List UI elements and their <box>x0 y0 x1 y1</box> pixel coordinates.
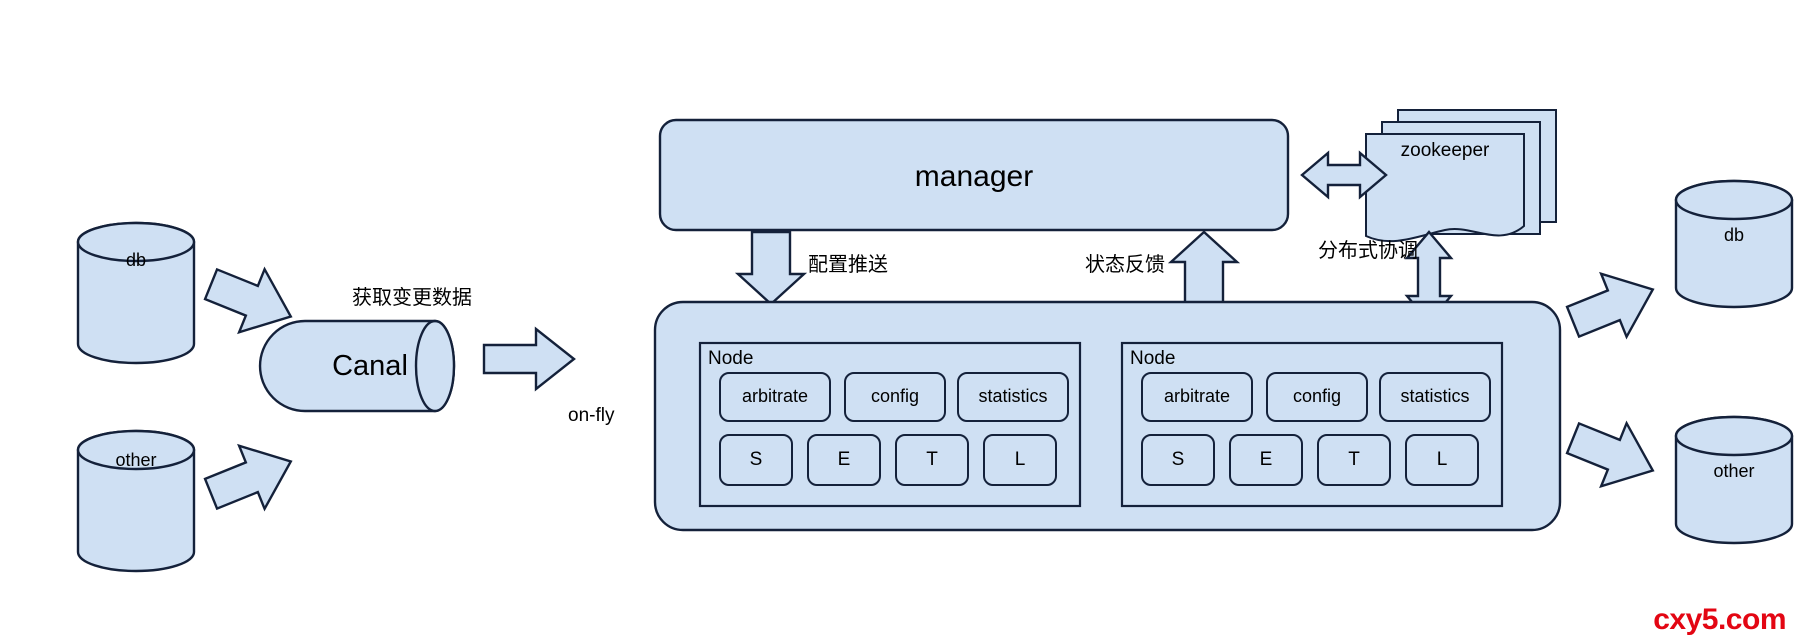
node-2-letter-t: T <box>1348 449 1360 470</box>
edge-label-on-fly: on-fly <box>568 405 615 426</box>
node-1-label: Node <box>708 348 754 369</box>
node-2-label: Node <box>1130 348 1176 369</box>
sink-other-cylinder <box>1674 415 1794 545</box>
node-1-service-config: config <box>870 386 920 406</box>
source-db-label: db <box>125 250 147 270</box>
node-2-service-arbitrate: arbitrate <box>1163 386 1231 406</box>
node-2-letter-l: L <box>1436 449 1448 470</box>
sink-other-label: other <box>1713 461 1755 481</box>
arrow-cluster-to-sink-db <box>1565 271 1655 340</box>
node-1-letter-t: T <box>926 449 938 470</box>
node-1-box <box>698 341 1082 508</box>
node-1-letter-s: S <box>749 449 763 470</box>
node-2-service-config: config <box>1292 386 1342 406</box>
node-2-letter-e: E <box>1259 449 1273 470</box>
node-1-services <box>719 372 1069 422</box>
node-2-services <box>1141 372 1491 422</box>
source-db-cylinder <box>76 221 196 365</box>
arrow-status-feedback <box>1167 230 1241 306</box>
arrow-cluster-to-sink-other <box>1565 420 1655 489</box>
node-2-letter-s: S <box>1171 449 1185 470</box>
sink-db-label: db <box>1723 225 1745 245</box>
node-2-letters <box>1141 434 1479 486</box>
arrow-db-to-canal <box>203 266 293 335</box>
canal-cylinder <box>258 319 456 413</box>
node-1-letters <box>719 434 1057 486</box>
site-watermark: cxy5.com <box>1653 603 1786 636</box>
node-1-letter-e: E <box>837 449 851 470</box>
edge-label-distributed-coordination: 分布式协调 <box>1318 240 1418 262</box>
node-1-service-statistics: statistics <box>978 386 1048 406</box>
zookeeper-label: zookeeper <box>1400 140 1490 161</box>
source-other-label: other <box>115 450 157 470</box>
canal-label: Canal <box>332 350 408 382</box>
arrow-config-push <box>734 230 808 306</box>
arrow-other-to-canal <box>203 443 293 512</box>
node-1-service-arbitrate: arbitrate <box>741 386 809 406</box>
sink-db-cylinder <box>1674 179 1794 309</box>
edge-label-config-push: 配置推送 <box>808 254 888 276</box>
source-other-cylinder <box>76 429 196 573</box>
node-2-service-statistics: statistics <box>1400 386 1470 406</box>
node-1-letter-l: L <box>1014 449 1026 470</box>
arrow-canal-to-cluster <box>482 326 576 392</box>
zookeeper-stack[interactable] <box>1365 109 1557 243</box>
edge-label-fetch-change-data: 获取变更数据 <box>352 287 472 309</box>
edge-label-status-feedback: 状态反馈 <box>1085 254 1165 276</box>
manager-label: manager <box>914 160 1034 193</box>
manager-box[interactable] <box>658 118 1290 232</box>
arrow-manager-zookeeper <box>1300 150 1388 200</box>
node-2-box <box>1120 341 1504 508</box>
